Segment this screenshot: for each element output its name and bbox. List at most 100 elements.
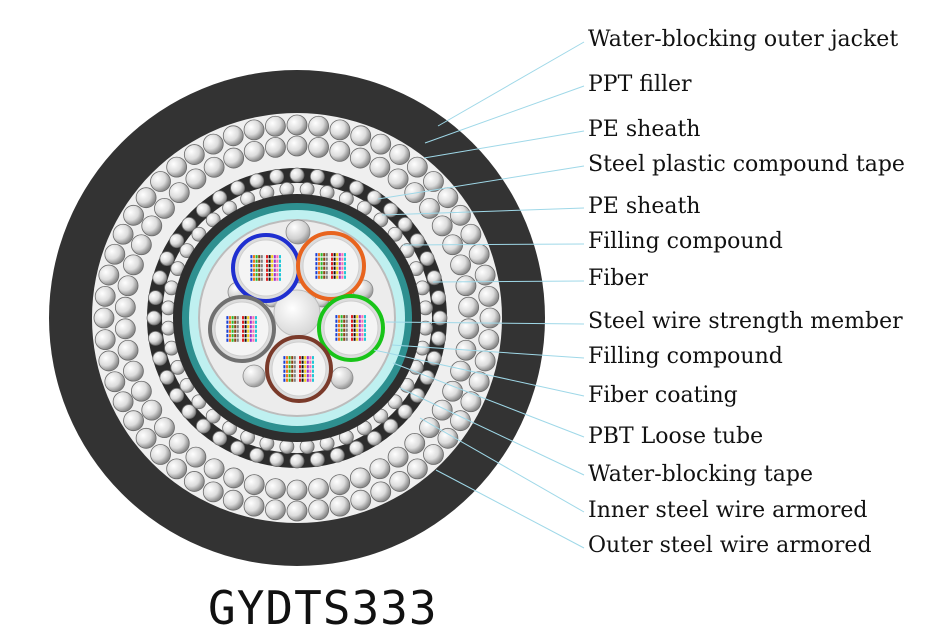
fiber — [309, 365, 312, 369]
fiber — [364, 315, 366, 319]
fiber — [338, 315, 340, 319]
outer-steel-wire — [98, 264, 120, 286]
fiber — [252, 329, 255, 333]
outer-steel-wire — [404, 432, 426, 454]
fiber — [338, 253, 341, 257]
fiber — [320, 275, 323, 279]
fiber — [229, 320, 231, 324]
fiber — [271, 259, 274, 263]
inner-steel-wire — [230, 440, 245, 456]
fiber — [234, 316, 237, 320]
tube-filling-compound — [323, 300, 379, 356]
cable-model-title: GYDTS333 — [208, 581, 438, 635]
fiber — [271, 273, 274, 277]
fiber — [242, 325, 244, 329]
fiber — [244, 334, 247, 338]
fiber — [226, 316, 229, 320]
fiber — [361, 315, 364, 319]
outer-steel-wire — [478, 329, 500, 351]
outer-steel-wire — [450, 204, 471, 226]
fiber — [318, 253, 320, 257]
fiber — [229, 329, 231, 333]
fiber — [341, 253, 344, 257]
fiber — [244, 325, 247, 329]
fiber — [345, 333, 348, 337]
fiber — [288, 360, 291, 364]
fiber — [255, 259, 258, 263]
fiber — [351, 315, 353, 319]
fiber — [364, 333, 366, 337]
label-steel-wire-strength-member: Steel wire strength member — [588, 309, 903, 334]
inner-steel-wire — [159, 251, 175, 266]
fiber — [356, 328, 359, 332]
fiber — [309, 360, 312, 364]
fiber — [250, 277, 253, 281]
fiber — [335, 333, 338, 337]
label-fiber-coating: Fiber coating — [588, 383, 738, 408]
outer-steel-wire — [431, 399, 453, 421]
inner-steel-wire — [289, 167, 305, 183]
fiber — [344, 253, 346, 257]
fiber — [320, 257, 323, 261]
fiber — [283, 360, 286, 364]
fiber — [344, 262, 346, 266]
fiber — [244, 320, 247, 324]
outer-steel-wire — [150, 444, 171, 465]
fiber — [291, 365, 294, 369]
fiber — [338, 262, 341, 266]
label-water-blocking-outer-jacket: Water-blocking outer jacket — [588, 27, 899, 52]
fiber — [306, 378, 309, 382]
outer-steel-wire — [369, 458, 391, 480]
fiber — [293, 374, 296, 378]
fiber — [271, 277, 274, 281]
fiber — [331, 275, 333, 279]
fiber — [253, 273, 255, 277]
fiber — [323, 257, 326, 261]
inner-steel-wire — [329, 173, 345, 189]
fiber — [328, 262, 331, 266]
fiber — [293, 360, 296, 364]
fiber — [340, 315, 343, 319]
fiber — [286, 360, 288, 364]
fiber — [341, 266, 344, 270]
inner-steel-wire — [169, 387, 185, 403]
fiber — [266, 264, 268, 268]
fiber — [260, 255, 263, 259]
inner-steel-wire — [212, 190, 228, 206]
leader-lines — [373, 41, 585, 549]
fiber — [273, 255, 276, 259]
outer-steel-wire — [387, 446, 409, 468]
fiber — [331, 253, 333, 257]
fiber — [255, 325, 257, 329]
fiber — [293, 356, 296, 360]
outer-steel-wire — [114, 318, 136, 340]
fiber — [234, 320, 237, 324]
outer-steel-wire — [166, 156, 188, 178]
outer-steel-wire — [117, 339, 139, 361]
fiber — [306, 356, 309, 360]
outer-steel-wire — [370, 133, 392, 155]
fiber — [340, 337, 343, 341]
label-pe-sheath-inner: PE sheath — [588, 194, 701, 219]
fiber — [260, 273, 263, 277]
outer-steel-wire — [154, 417, 175, 439]
inner-steel-wire — [289, 453, 305, 469]
fiber — [296, 365, 299, 369]
fiber — [318, 275, 320, 279]
fiber — [255, 334, 257, 338]
outer-steel-wire — [243, 119, 265, 141]
fiber — [306, 365, 309, 369]
fiber — [341, 262, 344, 266]
outer-steel-wire — [130, 234, 152, 256]
outer-steel-wire — [350, 489, 372, 511]
inner-steel-wire — [397, 216, 413, 232]
fiber — [252, 334, 255, 338]
fiber — [236, 334, 239, 338]
outer-steel-wire — [450, 410, 471, 432]
outer-steel-wire — [406, 156, 428, 178]
leader-line — [424, 85, 585, 144]
fiber — [296, 360, 299, 364]
fiber — [250, 255, 253, 259]
outer-steel-wire — [150, 171, 171, 192]
